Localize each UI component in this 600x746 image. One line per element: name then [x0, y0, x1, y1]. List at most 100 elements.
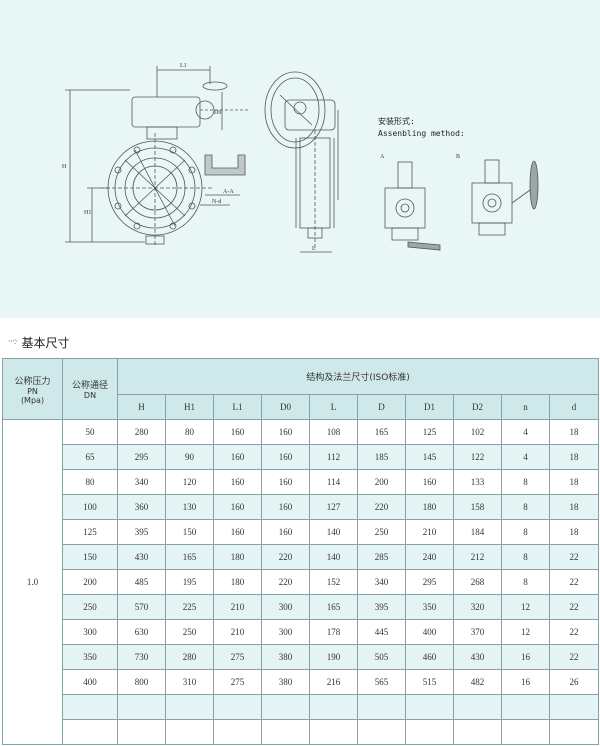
- table-cell: 515: [405, 669, 454, 695]
- blank-cell: [261, 719, 310, 745]
- table-cell: 80: [165, 419, 214, 445]
- table-cell: 127: [309, 494, 358, 520]
- table-cell: 400: [405, 619, 454, 645]
- table-cell: 565: [357, 669, 406, 695]
- table-cell: 184: [453, 519, 502, 545]
- table-cell: 8: [501, 494, 550, 520]
- table-cell: 122: [453, 444, 502, 470]
- blank-cell: [548, 694, 600, 720]
- blank-cell: [213, 694, 262, 720]
- table-cell: 160: [261, 444, 310, 470]
- table-cell: 220: [261, 569, 310, 595]
- table-cell: 22: [548, 544, 600, 570]
- table-cell: 112: [309, 444, 358, 470]
- table-cell: 160: [213, 444, 262, 470]
- column-header: L: [309, 394, 358, 420]
- table-cell: 4: [501, 444, 550, 470]
- table-cell: 18: [548, 469, 600, 495]
- table-cell: 340: [117, 469, 166, 495]
- table-cell: 225: [165, 594, 214, 620]
- label-h: H: [62, 164, 67, 170]
- blank-cell: [453, 719, 502, 745]
- table-cell: 180: [405, 494, 454, 520]
- mount-a-body: [384, 187, 426, 229]
- table-cell: 300: [261, 594, 310, 620]
- dn-cell: 65: [62, 444, 118, 470]
- mount-b-body: [471, 182, 513, 224]
- table-cell: 160: [213, 494, 262, 520]
- table-cell: 8: [501, 469, 550, 495]
- table-cell: 160: [261, 469, 310, 495]
- table-cell: 268: [453, 569, 502, 595]
- table-cell: 180: [213, 544, 262, 570]
- label-h1: H1: [84, 210, 91, 216]
- blank-cell: [62, 694, 118, 720]
- table-cell: 482: [453, 669, 502, 695]
- blank-cell: [357, 719, 406, 745]
- blank-cell: [261, 694, 310, 720]
- table-cell: 160: [261, 494, 310, 520]
- table-cell: 295: [405, 569, 454, 595]
- column-header: n: [501, 394, 550, 420]
- column-header: L1: [213, 394, 262, 420]
- table-cell: 4: [501, 419, 550, 445]
- table-cell: 165: [357, 419, 406, 445]
- table-cell: 180: [213, 569, 262, 595]
- table-cell: 108: [309, 419, 358, 445]
- dn-cell: 350: [62, 644, 118, 670]
- table-cell: 160: [213, 419, 262, 445]
- table-cell: 395: [357, 594, 406, 620]
- label-a: A: [380, 154, 385, 160]
- table-cell: 380: [261, 644, 310, 670]
- dn-cell: 250: [62, 594, 118, 620]
- blank-cell: [453, 694, 502, 720]
- table-cell: 160: [405, 469, 454, 495]
- label-l: L: [312, 246, 316, 252]
- table-cell: 340: [357, 569, 406, 595]
- dn-cell: 125: [62, 519, 118, 545]
- table-cell: 800: [117, 669, 166, 695]
- table-cell: 285: [357, 544, 406, 570]
- table-cell: 300: [261, 619, 310, 645]
- table-cell: 275: [213, 644, 262, 670]
- table-cell: 240: [405, 544, 454, 570]
- blank-cell: [405, 719, 454, 745]
- dn-cell: 150: [62, 544, 118, 570]
- table-cell: 90: [165, 444, 214, 470]
- table-cell: 18: [548, 419, 600, 445]
- table-cell: 195: [165, 569, 214, 595]
- table-cell: 133: [453, 469, 502, 495]
- table-cell: 730: [117, 644, 166, 670]
- table-cell: 8: [501, 569, 550, 595]
- table-cell: 158: [453, 494, 502, 520]
- install-method-cn: 安装形式:: [378, 117, 415, 126]
- table-cell: 310: [165, 669, 214, 695]
- table-cell: 16: [501, 669, 550, 695]
- table-cell: 160: [213, 469, 262, 495]
- table-cell: 150: [165, 519, 214, 545]
- table-cell: 250: [165, 619, 214, 645]
- blank-cell: [213, 719, 262, 745]
- table-cell: 140: [309, 519, 358, 545]
- table-cell: 250: [357, 519, 406, 545]
- table-cell: 445: [357, 619, 406, 645]
- gearbox-shaft: [195, 100, 215, 120]
- column-header: H1: [165, 394, 214, 420]
- pn-header: 公称压力 PN (Mpa): [2, 358, 63, 420]
- table-cell: 216: [309, 669, 358, 695]
- blank-cell: [501, 719, 550, 745]
- table-cell: 160: [261, 519, 310, 545]
- table-cell: 12: [501, 619, 550, 645]
- table-cell: 295: [117, 444, 166, 470]
- table-cell: 22: [548, 569, 600, 595]
- table-cell: 152: [309, 569, 358, 595]
- table-cell: 212: [453, 544, 502, 570]
- blank-cell: [501, 694, 550, 720]
- blank-cell: [117, 719, 166, 745]
- table-cell: 120: [165, 469, 214, 495]
